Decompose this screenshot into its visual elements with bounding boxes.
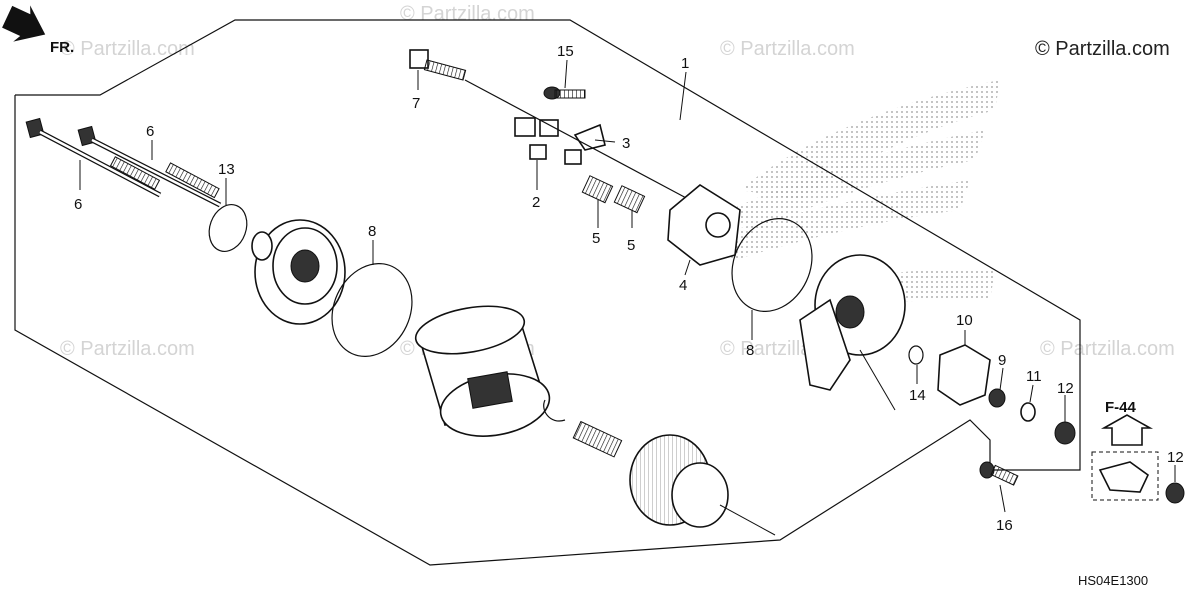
callout-label: 16	[996, 517, 1013, 534]
front-cover	[251, 219, 346, 325]
nut-12	[1165, 482, 1185, 504]
o-ring-small	[208, 204, 248, 252]
wing-logo	[700, 80, 1000, 305]
front-arrow: FR.	[2, 5, 74, 56]
washer-14	[908, 345, 924, 365]
callout-label: 11	[1026, 368, 1042, 385]
section-reference: F-44	[1105, 399, 1137, 416]
callout-label: 9	[998, 352, 1006, 369]
callout-label: 6	[74, 196, 82, 213]
callout-label: 8	[368, 223, 376, 240]
washer-11	[1020, 402, 1036, 422]
nut-12	[1054, 421, 1076, 445]
screw-15	[543, 86, 586, 100]
snap-ring	[543, 399, 566, 422]
o-ring-large	[331, 263, 413, 357]
callout-label: 13	[218, 161, 235, 178]
callout-label: 3	[622, 135, 630, 152]
up-arrow-icon	[1100, 414, 1154, 446]
watermark: © Partzilla.com	[60, 38, 195, 60]
armature	[572, 420, 776, 536]
brush-holder	[514, 117, 606, 165]
callout-label: 6	[146, 123, 154, 140]
watermark: © Partzilla.com	[60, 338, 195, 360]
callout-label: 7	[412, 95, 420, 112]
callout-label: 5	[627, 237, 635, 254]
leader-lines	[79, 59, 1176, 513]
watermark-group: © Partzilla.com © Partzilla.com © Partzi…	[60, 3, 1175, 360]
callout-label: 15	[557, 43, 574, 60]
callout-labels: 1 2 3 4 5 5 6 6 7 8 8 9 10 11 12 12 13 1…	[74, 43, 1184, 534]
callout-label: 1	[681, 55, 689, 72]
spring	[613, 185, 646, 214]
rear-cover	[799, 254, 906, 411]
terminal-bolt	[409, 49, 691, 201]
washer-9	[988, 388, 1006, 408]
spring	[581, 175, 614, 204]
brush-holder-block	[667, 184, 741, 266]
yoke-housing	[414, 305, 551, 437]
callout-label: 12	[1167, 449, 1184, 466]
o-ring-large	[731, 218, 813, 312]
copyright-text: © Partzilla.com	[1035, 38, 1170, 60]
callout-label: 2	[532, 194, 540, 211]
terminal-insulator	[937, 344, 991, 406]
cable-callout-box: F-44	[1091, 399, 1185, 504]
callout-label: 5	[592, 230, 600, 247]
callout-label: 10	[956, 312, 973, 329]
callout-label: 12	[1057, 380, 1074, 397]
watermark: © Partzilla.com	[720, 38, 855, 60]
through-bolt	[77, 125, 222, 208]
callout-label: 8	[746, 342, 754, 359]
diagram-code: HS04E1300	[1078, 573, 1148, 588]
front-arrow-label: FR.	[50, 39, 74, 56]
mounting-bolt	[979, 461, 1019, 486]
callout-label: 14	[909, 387, 926, 404]
watermark: © Partzilla.com	[400, 3, 535, 25]
watermark: © Partzilla.com	[1040, 338, 1175, 360]
callout-label: 4	[679, 277, 687, 294]
through-bolt	[25, 117, 162, 198]
